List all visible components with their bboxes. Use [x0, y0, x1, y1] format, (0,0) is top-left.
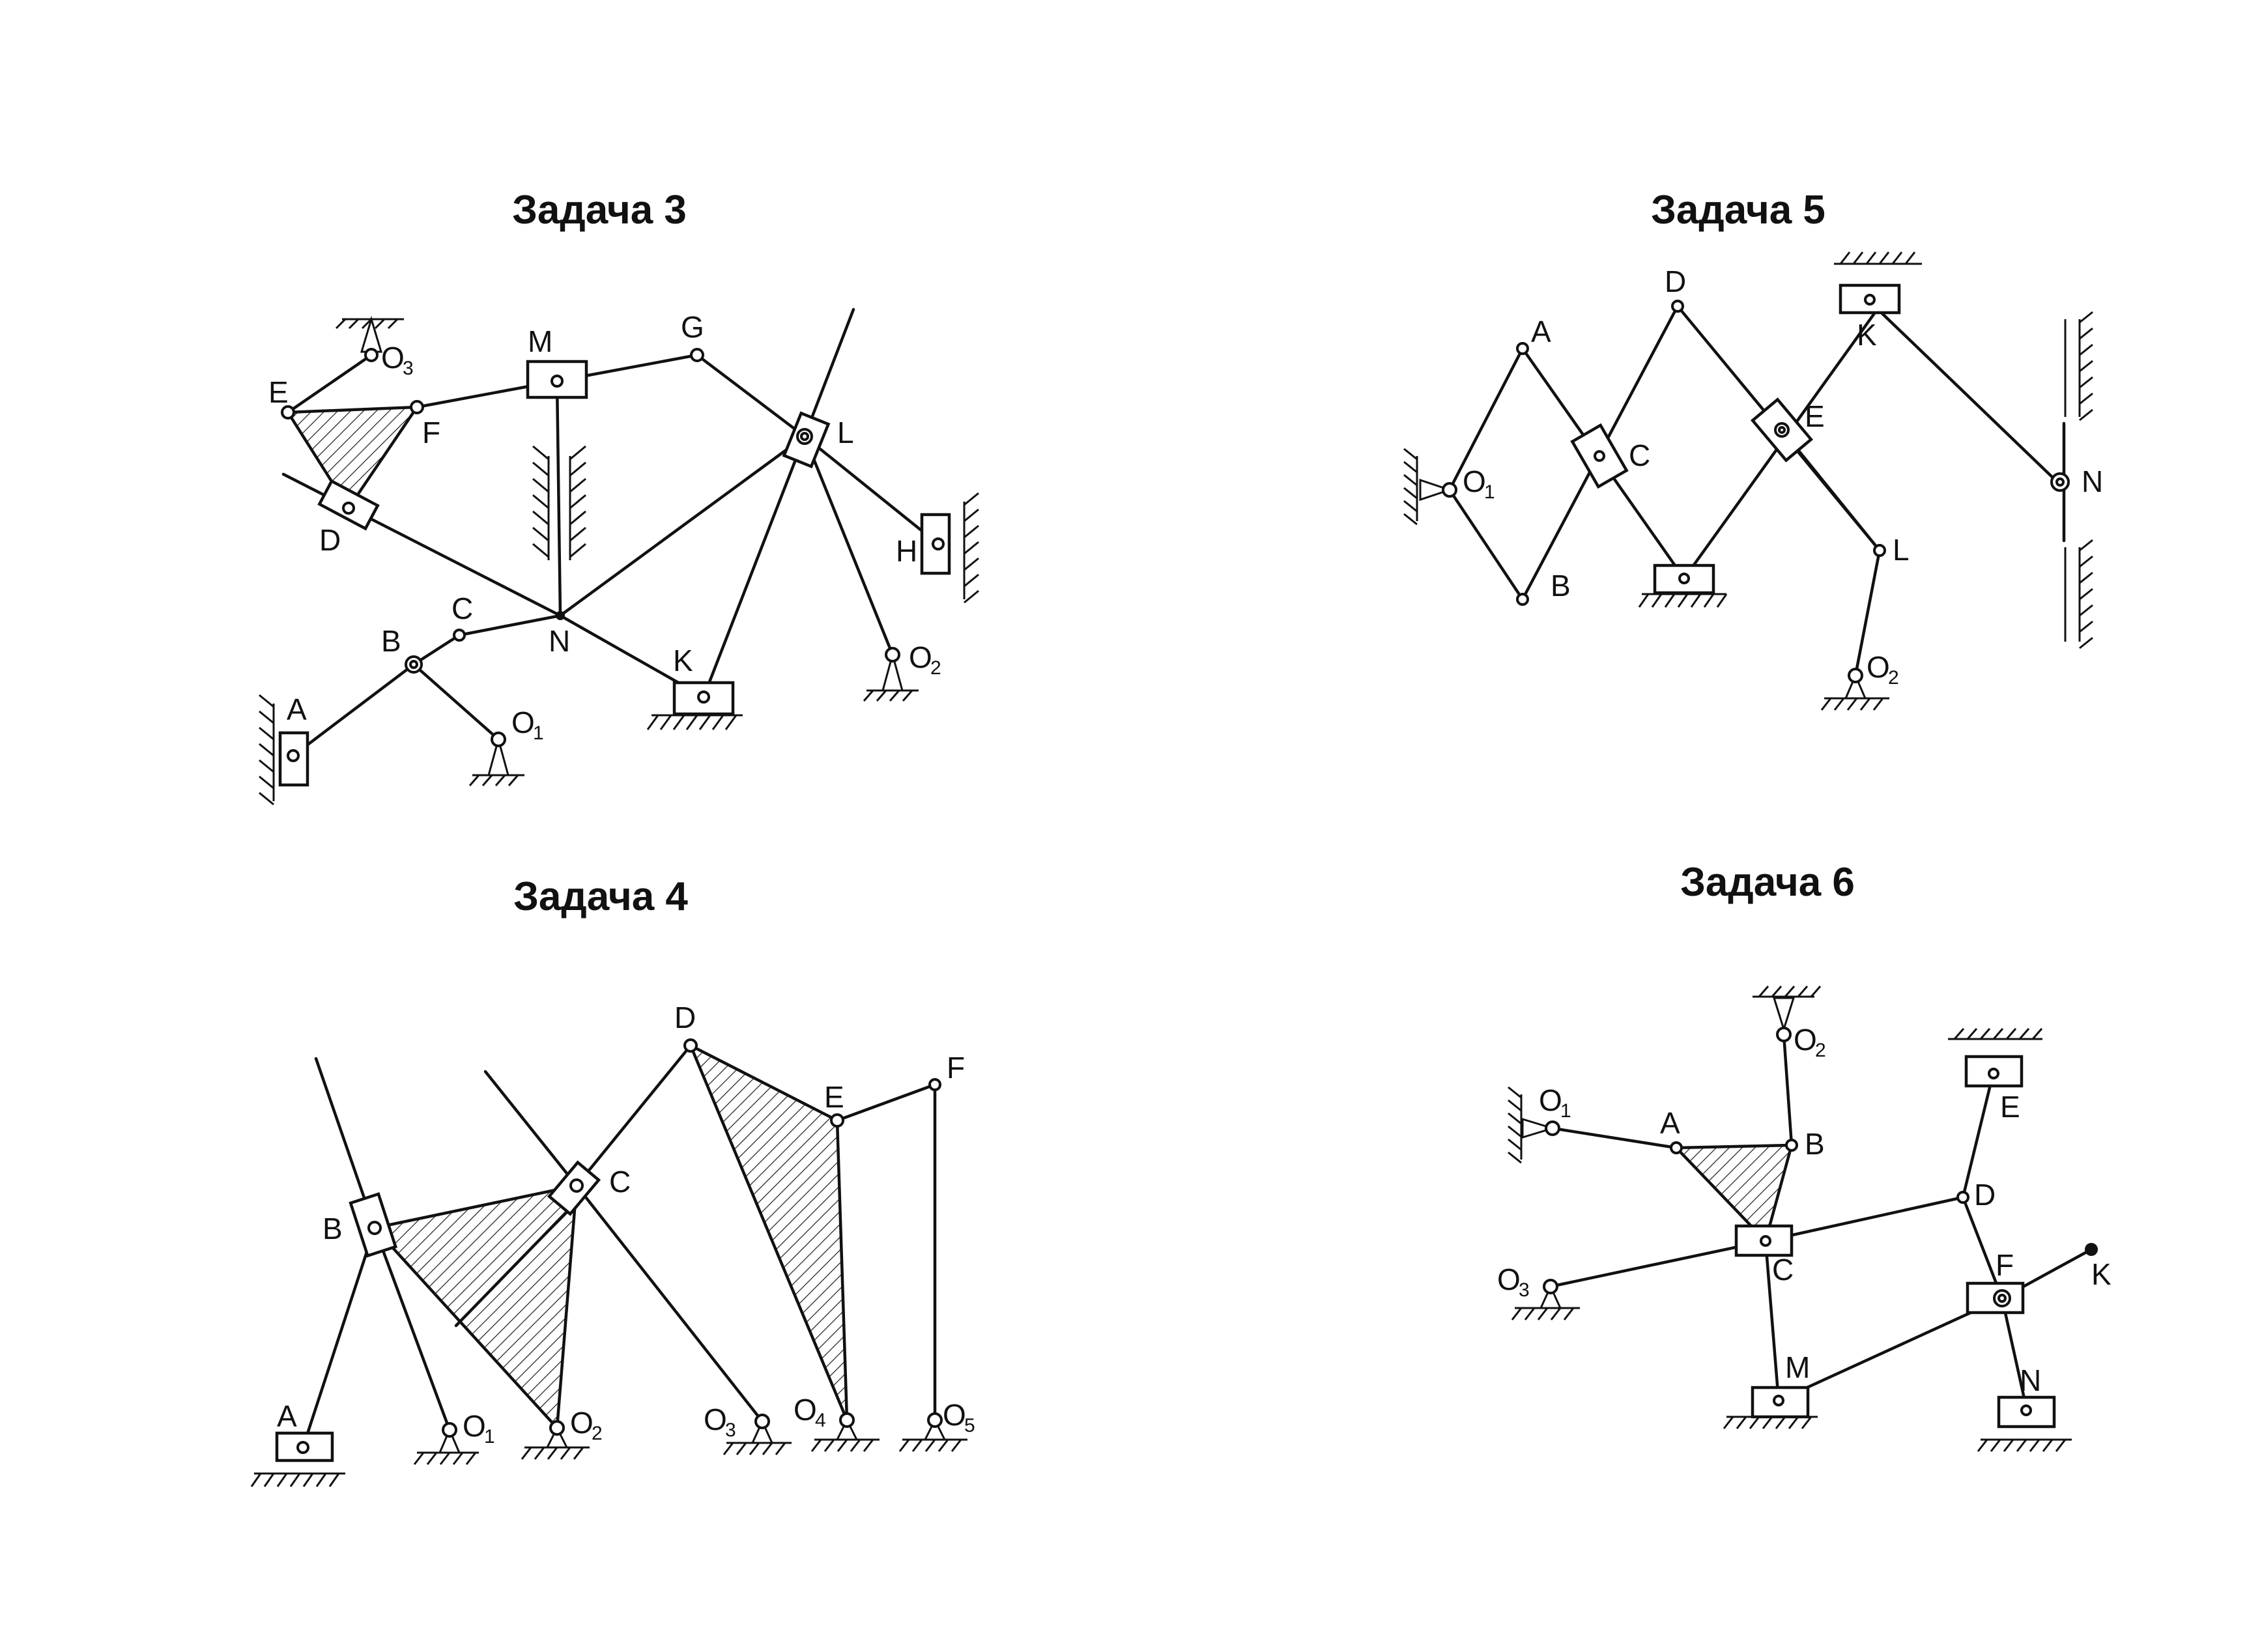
svg-text:O: O	[909, 640, 932, 674]
svg-text:O: O	[1867, 650, 1890, 684]
svg-text:C: C	[451, 591, 473, 625]
svg-text:D: D	[319, 523, 341, 557]
ground-supports	[250, 1417, 967, 1487]
svg-text:F: F	[947, 1051, 965, 1085]
svg-text:1: 1	[1560, 1100, 1571, 1122]
svg-text:2: 2	[930, 657, 941, 679]
svg-text:O: O	[1463, 464, 1486, 498]
svg-text:3: 3	[403, 358, 414, 379]
ground-supports	[1403, 251, 2093, 711]
svg-text:B: B	[1805, 1127, 1825, 1161]
links	[281, 307, 940, 758]
svg-text:D: D	[1665, 264, 1686, 298]
svg-text:E: E	[2000, 1090, 2020, 1124]
svg-text:O: O	[463, 1409, 486, 1443]
links	[301, 1044, 937, 1449]
joints	[1543, 1027, 2098, 1416]
joints	[1442, 294, 2070, 683]
ground-supports	[1508, 986, 2072, 1452]
svg-text:O: O	[1539, 1083, 1562, 1117]
svg-text:N: N	[549, 624, 570, 658]
svg-text:K: K	[673, 644, 693, 677]
problem-4-title: Задача 4	[513, 874, 688, 919]
svg-text:1: 1	[1484, 481, 1495, 503]
svg-text:3: 3	[725, 1419, 736, 1441]
svg-text:D: D	[674, 1001, 696, 1034]
problem-3: Задача 3	[259, 188, 979, 806]
svg-text:4: 4	[815, 1410, 826, 1431]
svg-text:O: O	[1794, 1023, 1817, 1057]
svg-text:2: 2	[1888, 667, 1899, 689]
svg-text:F: F	[1996, 1248, 2014, 1282]
svg-text:3: 3	[1519, 1279, 1530, 1301]
svg-text:B: B	[381, 624, 401, 658]
problem-6: Задача 6	[1497, 860, 2112, 1452]
svg-text:H: H	[896, 534, 917, 568]
svg-text:C: C	[1772, 1253, 1794, 1287]
links	[1448, 300, 2066, 677]
svg-text:B: B	[1551, 569, 1571, 603]
slider-k	[1839, 283, 1901, 315]
svg-text:N: N	[2082, 464, 2103, 498]
svg-text:K: K	[2091, 1257, 2112, 1291]
svg-text:A: A	[1531, 315, 1551, 349]
joints	[281, 348, 945, 762]
svg-text:O: O	[943, 1398, 966, 1432]
svg-text:O: O	[704, 1403, 727, 1436]
svg-text:E: E	[1805, 399, 1825, 433]
svg-text:A: A	[287, 692, 307, 726]
svg-text:1: 1	[533, 722, 544, 744]
svg-text:2: 2	[592, 1423, 603, 1444]
sliders	[1570, 283, 1901, 595]
svg-text:C: C	[1629, 438, 1650, 472]
svg-text:A: A	[277, 1399, 297, 1433]
svg-text:B: B	[322, 1212, 343, 1246]
triangle-deo4	[687, 1042, 849, 1421]
svg-text:G: G	[681, 310, 704, 344]
svg-text:O: O	[511, 705, 535, 739]
triangle-efd	[285, 405, 420, 511]
svg-text:1: 1	[484, 1426, 495, 1447]
triangle-abc	[1672, 1143, 1794, 1244]
svg-text:A: A	[1660, 1106, 1680, 1140]
svg-text:M: M	[528, 324, 552, 358]
point-labels: E O 3 M G F L D H C B N K O 2 A O 1	[268, 310, 941, 744]
svg-text:D: D	[1974, 1178, 1996, 1212]
svg-text:O: O	[381, 341, 405, 375]
problem-6-title: Задача 6	[1680, 860, 1855, 905]
svg-text:O: O	[1497, 1262, 1521, 1296]
svg-text:E: E	[268, 375, 289, 409]
joints	[296, 1038, 943, 1454]
problem-5-title: Задача 5	[1651, 188, 1825, 233]
point-labels: O 2 O 1 A B E D C O 3 F K M N	[1497, 1023, 2112, 1397]
svg-text:O: O	[570, 1406, 594, 1440]
svg-text:N: N	[2020, 1363, 2041, 1397]
svg-text:K: K	[1857, 318, 1877, 352]
point-labels: D F E C B A O 1 O 2 O 3 O 4 O 5	[277, 1001, 975, 1447]
links	[1549, 1032, 2093, 1409]
svg-text:C: C	[609, 1165, 631, 1199]
point-labels: D A K O 1 C E N L B O 2	[1463, 264, 2103, 689]
ground-supports	[259, 315, 979, 806]
svg-text:L: L	[837, 416, 854, 449]
svg-text:O: O	[794, 1393, 817, 1427]
svg-text:L: L	[1893, 533, 1910, 567]
svg-text:M: M	[1785, 1350, 1810, 1384]
problem-5: Задача 5	[1403, 188, 2103, 711]
svg-text:2: 2	[1815, 1040, 1826, 1061]
svg-text:5: 5	[964, 1415, 975, 1436]
problem-3-title: Задача 3	[512, 188, 687, 233]
svg-text:E: E	[824, 1080, 844, 1114]
svg-text:F: F	[422, 416, 440, 449]
problem-4: Задача 4	[250, 874, 975, 1487]
